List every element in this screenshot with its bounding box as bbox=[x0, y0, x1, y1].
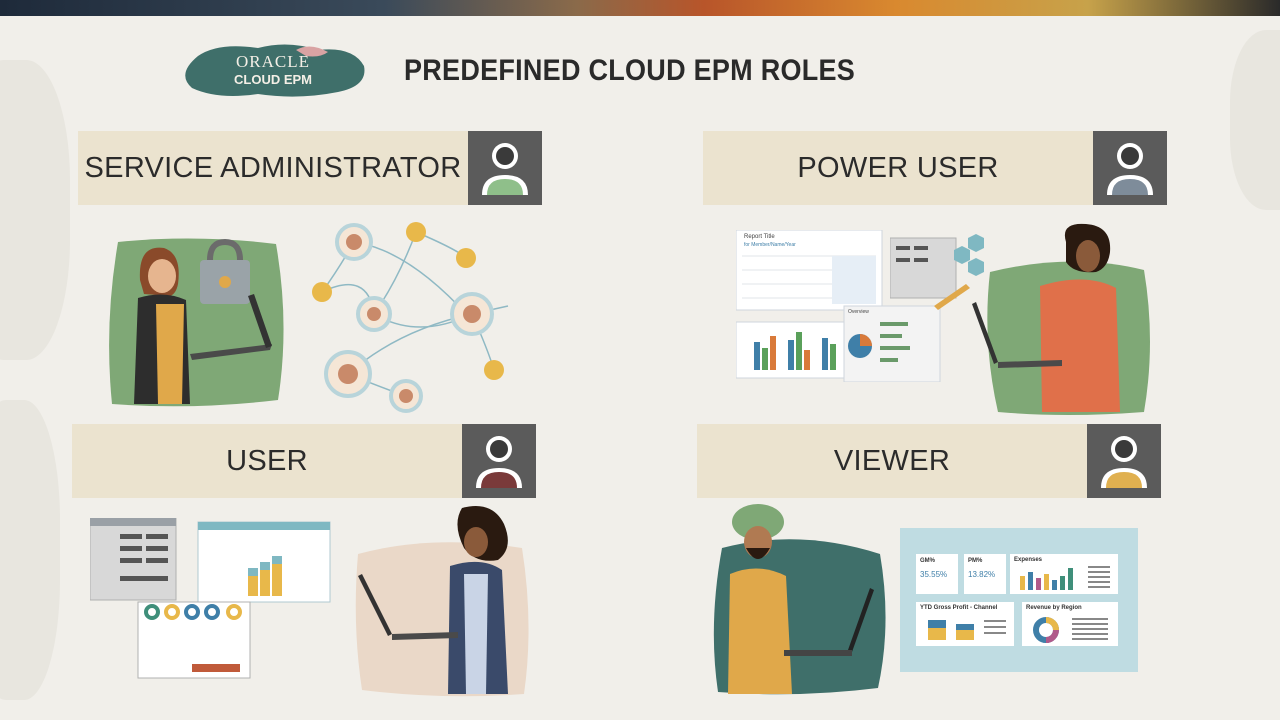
oracle-cloud-epm-logo: ORACLE CLOUD EPM bbox=[178, 38, 368, 100]
page-title: PREDEFINED CLOUD EPM ROLES bbox=[404, 54, 856, 87]
revenue-by-region-label: Revenue by Region bbox=[1026, 605, 1082, 611]
role-card-service-administrator: SERVICE ADMINISTRATOR bbox=[78, 131, 542, 205]
kpi-pm-value: 13.82% bbox=[968, 570, 996, 579]
ytd-gross-profit-card: YTD Gross Profit - Channel bbox=[916, 602, 1014, 646]
user-avatar-icon bbox=[462, 424, 536, 498]
background-texture-left-bottom bbox=[0, 400, 60, 700]
illustration-user-forms bbox=[89, 517, 332, 680]
background-texture-left bbox=[0, 60, 70, 360]
role-label-viewer: VIEWER bbox=[697, 424, 1087, 498]
logo-line-oracle: ORACLE bbox=[236, 52, 310, 71]
decorative-top-band bbox=[0, 0, 1280, 16]
role-label-service-administrator: SERVICE ADMINISTRATOR bbox=[78, 131, 468, 205]
illustration-viewer-with-laptop bbox=[708, 504, 890, 698]
illustration-admin-with-laptop bbox=[104, 234, 290, 410]
kpi-pm-label: PM% bbox=[968, 558, 983, 564]
user-avatar-icon bbox=[1093, 131, 1167, 205]
background-texture-right bbox=[1230, 30, 1280, 210]
kpi-card-gm: GM% 35.55% bbox=[916, 554, 958, 594]
revenue-by-region-card: Revenue by Region bbox=[1022, 602, 1118, 646]
report-overview-label: Overview bbox=[848, 309, 869, 315]
report-subtitle: for Member/Name/Year bbox=[744, 242, 796, 248]
role-label-user: USER bbox=[72, 424, 462, 498]
role-card-power-user: POWER USER bbox=[703, 131, 1167, 205]
expenses-card: Expenses bbox=[1010, 554, 1118, 594]
illustration-user-network bbox=[308, 210, 518, 416]
illustration-power-user-with-laptop bbox=[889, 222, 1154, 416]
user-avatar-icon bbox=[1087, 424, 1161, 498]
illustration-power-user-report: Report Title for Member/Name/Year Overvi… bbox=[735, 229, 944, 383]
viewer-dashboard-panel: GM% 35.55% PM% 13.82% Expenses YTD Gross… bbox=[900, 528, 1138, 672]
ytd-gross-profit-label: YTD Gross Profit - Channel bbox=[920, 605, 998, 611]
role-label-power-user: POWER USER bbox=[703, 131, 1093, 205]
kpi-gm-value: 35.55% bbox=[920, 570, 948, 579]
logo-line-cloud-epm: CLOUD EPM bbox=[234, 72, 312, 87]
role-card-user: USER bbox=[72, 424, 536, 498]
kpi-card-pm: PM% 13.82% bbox=[964, 554, 1006, 594]
expenses-label: Expenses bbox=[1014, 557, 1043, 563]
report-title: Report Title bbox=[744, 234, 775, 240]
illustration-user-with-laptop bbox=[352, 504, 534, 698]
kpi-gm-label: GM% bbox=[920, 558, 935, 564]
user-avatar-icon bbox=[468, 131, 542, 205]
role-card-viewer: VIEWER bbox=[697, 424, 1161, 498]
